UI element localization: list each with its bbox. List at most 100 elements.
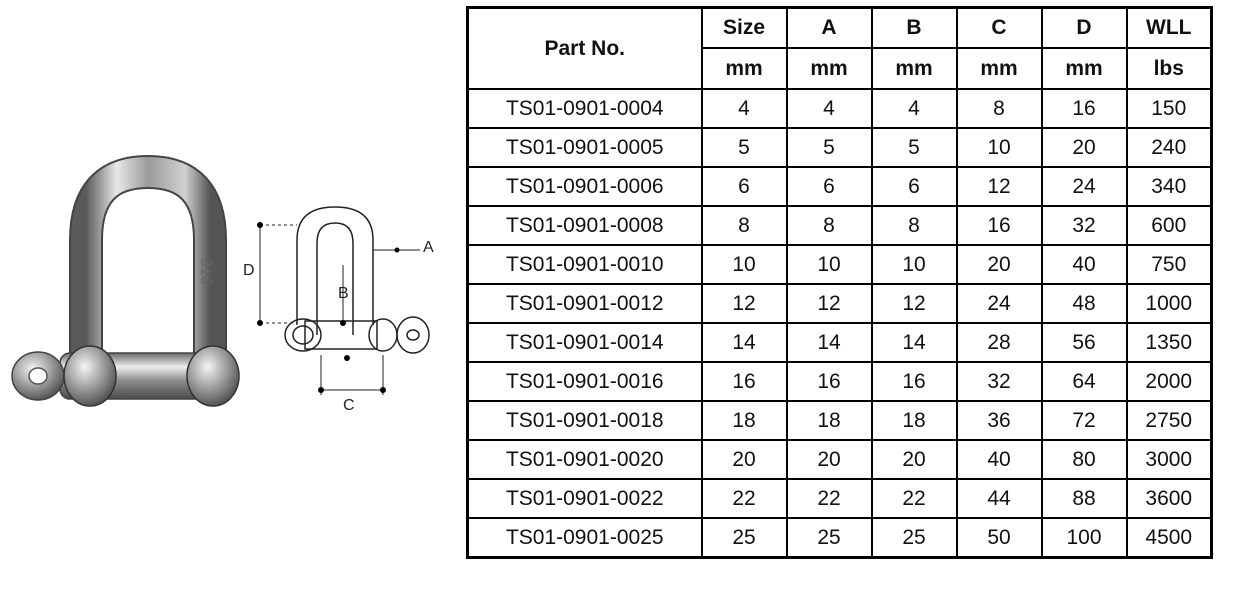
unit-size: mm <box>700 47 788 90</box>
cell-part-no: TS01-0901-0018 <box>466 400 703 441</box>
cell-wll: 340 <box>1125 166 1213 207</box>
cell-a: 18 <box>785 400 873 441</box>
unit-b: mm <box>870 47 958 90</box>
cell-d: 80 <box>1040 439 1128 480</box>
cell-c: 36 <box>955 400 1043 441</box>
cell-size: 14 <box>700 322 788 363</box>
cell-part-no: TS01-0901-0014 <box>466 322 703 363</box>
cell-b: 14 <box>870 322 958 363</box>
cell-part-no: TS01-0901-0005 <box>466 127 703 168</box>
cell-a: 5 <box>785 127 873 168</box>
cell-d: 72 <box>1040 400 1128 441</box>
cell-part-no: TS01-0901-0022 <box>466 478 703 519</box>
header-row: Part No. Size A B C D WLL <box>466 6 1213 90</box>
cell-size: 20 <box>700 439 788 480</box>
cell-a: 20 <box>785 439 873 480</box>
dimension-diagram: D B C A <box>243 206 434 414</box>
header-c: C <box>955 6 1043 49</box>
cell-b: 18 <box>870 400 958 441</box>
d-shackle-photo: 316 <box>11 154 240 407</box>
cell-size: 6 <box>700 166 788 207</box>
cell-d: 48 <box>1040 283 1128 324</box>
cell-size: 8 <box>700 205 788 246</box>
cell-part-no: TS01-0901-0016 <box>466 361 703 402</box>
cell-size: 25 <box>700 517 788 559</box>
cell-wll: 750 <box>1125 244 1213 285</box>
cell-wll: 3000 <box>1125 439 1213 480</box>
cell-wll: 3600 <box>1125 478 1213 519</box>
cell-c: 44 <box>955 478 1043 519</box>
cell-c: 24 <box>955 283 1043 324</box>
cell-c: 10 <box>955 127 1043 168</box>
header-part-no: Part No. <box>466 6 703 90</box>
header-d: D <box>1040 6 1128 49</box>
cell-c: 28 <box>955 322 1043 363</box>
cell-d: 16 <box>1040 88 1128 129</box>
cell-d: 32 <box>1040 205 1128 246</box>
cell-size: 18 <box>700 400 788 441</box>
header-wll: WLL <box>1125 6 1213 49</box>
label-d: D <box>243 262 255 279</box>
cell-size: 22 <box>700 478 788 519</box>
cell-wll: 1350 <box>1125 322 1213 363</box>
cell-part-no: TS01-0901-0008 <box>466 205 703 246</box>
cell-a: 10 <box>785 244 873 285</box>
spec-table: Part No. Size A B C D WLL mm mm mm mm mm… <box>466 6 1213 559</box>
cell-d: 64 <box>1040 361 1128 402</box>
cell-size: 12 <box>700 283 788 324</box>
header-b: B <box>870 6 958 49</box>
cell-a: 12 <box>785 283 873 324</box>
cell-a: 8 <box>785 205 873 246</box>
cell-b: 22 <box>870 478 958 519</box>
cell-c: 12 <box>955 166 1043 207</box>
cell-size: 10 <box>700 244 788 285</box>
cell-b: 25 <box>870 517 958 559</box>
cell-wll: 1000 <box>1125 283 1213 324</box>
cell-a: 16 <box>785 361 873 402</box>
cell-b: 20 <box>870 439 958 480</box>
label-a: A <box>423 239 434 256</box>
cell-part-no: TS01-0901-0020 <box>466 439 703 480</box>
cell-d: 100 <box>1040 517 1128 559</box>
cell-wll: 240 <box>1125 127 1213 168</box>
cell-wll: 150 <box>1125 88 1213 129</box>
header-size: Size <box>700 6 788 49</box>
cell-a: 6 <box>785 166 873 207</box>
cell-c: 32 <box>955 361 1043 402</box>
unit-wll: lbs <box>1125 47 1213 90</box>
label-c: C <box>343 397 355 414</box>
cell-size: 4 <box>700 88 788 129</box>
cell-size: 5 <box>700 127 788 168</box>
label-b: B <box>338 285 349 302</box>
cell-a: 25 <box>785 517 873 559</box>
cell-d: 40 <box>1040 244 1128 285</box>
cell-a: 4 <box>785 88 873 129</box>
cell-wll: 2000 <box>1125 361 1213 402</box>
cell-d: 56 <box>1040 322 1128 363</box>
header-a: A <box>785 6 873 49</box>
cell-b: 6 <box>870 166 958 207</box>
cell-d: 20 <box>1040 127 1128 168</box>
cell-part-no: TS01-0901-0010 <box>466 244 703 285</box>
unit-d: mm <box>1040 47 1128 90</box>
cell-a: 22 <box>785 478 873 519</box>
cell-b: 12 <box>870 283 958 324</box>
cell-b: 4 <box>870 88 958 129</box>
cell-part-no: TS01-0901-0006 <box>466 166 703 207</box>
cell-wll: 2750 <box>1125 400 1213 441</box>
cell-c: 40 <box>955 439 1043 480</box>
cell-b: 10 <box>870 244 958 285</box>
cell-size: 16 <box>700 361 788 402</box>
cell-part-no: TS01-0901-0004 <box>466 88 703 129</box>
